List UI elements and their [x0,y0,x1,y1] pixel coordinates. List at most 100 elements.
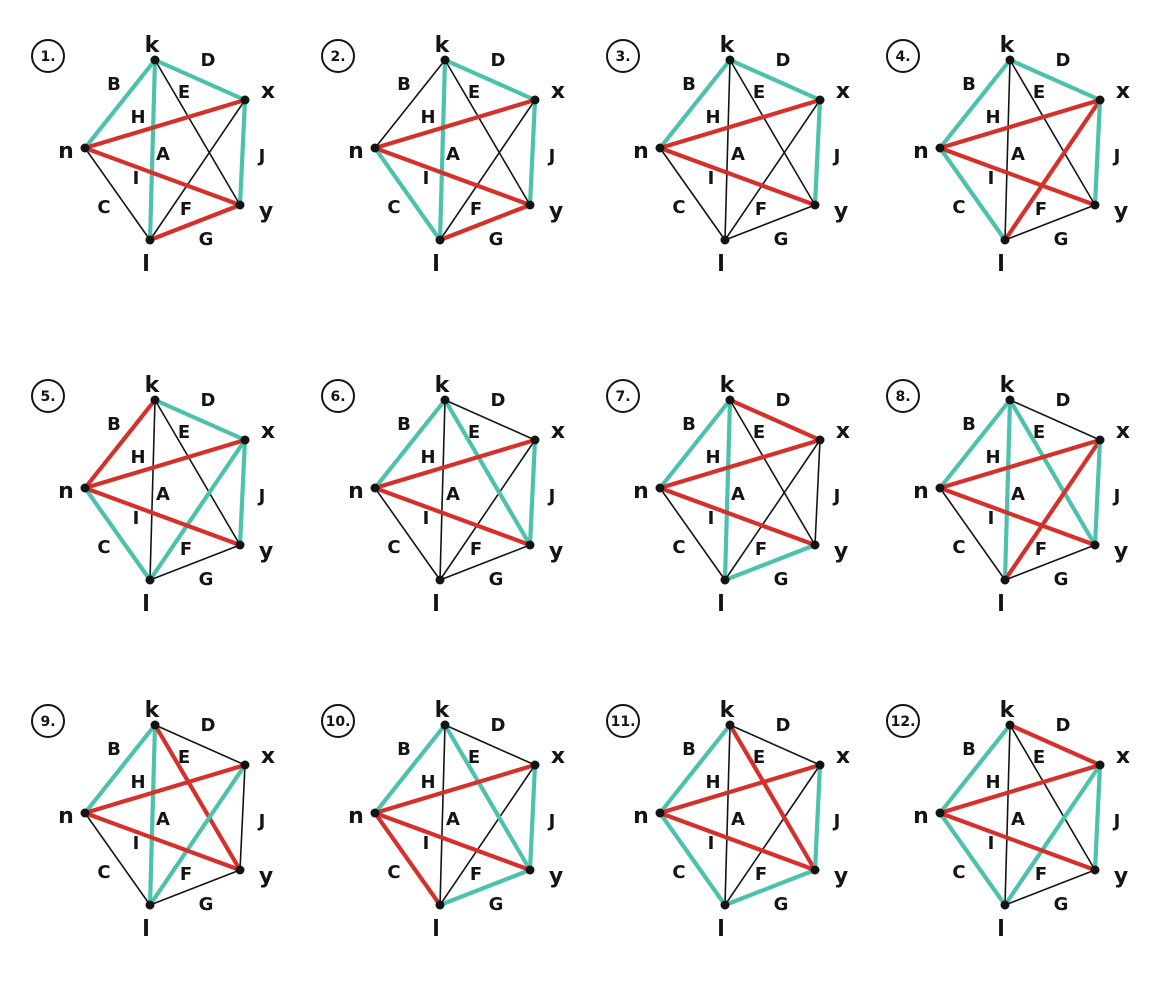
edge-j [1092,437,1103,548]
edge-e [729,59,816,206]
edge-a [724,59,731,241]
node-label-x: x [551,744,565,769]
edge-label-g: G [774,569,789,590]
edge-label-b: B [107,74,121,95]
edge-e [729,399,816,546]
edge-b [657,57,733,151]
edge-i [937,485,1098,548]
edge-label-b: B [962,739,976,760]
edge-j [1092,97,1103,208]
edge-g [1004,869,1096,906]
edge-g [724,204,816,241]
node-label-l: l [432,252,440,277]
edge-a [1004,724,1011,906]
number-circle [31,39,65,73]
edge-e [727,722,818,873]
node-x [240,95,250,105]
edge-label-e: E [753,747,765,768]
edge-label-h: H [130,107,145,128]
edge-label-d: D [776,390,791,411]
node-y [235,200,245,210]
node-x [1095,435,1105,445]
edge-label-e: E [468,422,480,443]
node-label-l: l [997,592,1005,617]
edge-label-b: B [682,414,696,435]
edge-label-c: C [97,197,110,218]
edge-d [444,399,536,441]
panel-number-label: 8. [895,389,910,405]
edge-label-h: H [985,447,1000,468]
edge-label-a: A [446,144,460,165]
edge-a [437,57,448,243]
node-l [1000,575,1010,585]
node-y [1090,540,1100,550]
edge-label-c: C [387,197,400,218]
panel-number-label: 6. [330,389,345,405]
node-x [815,95,825,105]
panel-number: 6. [321,379,355,413]
edge-f [1002,97,1103,243]
edge-j [527,762,538,873]
edge-h [657,762,823,816]
edge-d [727,397,823,443]
node-l [1000,900,1010,910]
node-k [725,395,735,405]
edge-label-d: D [491,715,506,736]
edge-c [372,810,443,908]
edge-label-c: C [952,862,965,883]
edge-b [374,59,446,149]
edge-label-f: F [755,199,767,220]
node-x [530,435,540,445]
node-label-k: k [1000,373,1016,398]
node-l [145,575,155,585]
node-label-y: y [834,864,848,889]
edge-b [657,397,733,491]
edge-b [937,722,1013,816]
edge-label-e: E [1033,747,1045,768]
node-label-y: y [549,199,563,224]
edge-b [82,397,158,491]
edge-a [147,722,158,908]
edge-f [724,99,821,241]
node-label-k: k [435,698,451,723]
edge-label-c: C [387,537,400,558]
edge-label-i: I [423,168,430,189]
edge-e [1009,59,1096,206]
edge-b [657,722,733,816]
edge-label-d: D [201,50,216,71]
node-x [1095,95,1105,105]
edge-label-b: B [962,74,976,95]
edge-label-f: F [470,199,482,220]
edge-a [149,399,156,581]
node-label-x: x [836,79,850,104]
edge-e [442,722,533,873]
edge-label-g: G [489,229,504,250]
edge-label-b: B [682,74,696,95]
edge-i [82,810,243,873]
edge-a [439,724,446,906]
edge-f [1002,437,1103,583]
edge-j [812,762,823,873]
edge-j [527,97,538,208]
node-l [435,575,445,585]
node-l [720,575,730,585]
number-circle [321,379,355,413]
edge-label-h: H [420,772,435,793]
edge-i [937,810,1098,873]
panel-number: 8. [886,379,920,413]
node-n [80,808,90,818]
edge-g [147,202,243,243]
node-x [815,760,825,770]
node-label-k: k [720,33,736,58]
edge-f [149,99,246,241]
edge-b [372,722,448,816]
edge-g [149,869,241,906]
edge-label-g: G [774,229,789,250]
node-label-x: x [1116,744,1130,769]
edge-label-f: F [755,539,767,560]
node-y [525,200,535,210]
edge-label-i: I [423,508,430,529]
node-n [370,143,380,153]
